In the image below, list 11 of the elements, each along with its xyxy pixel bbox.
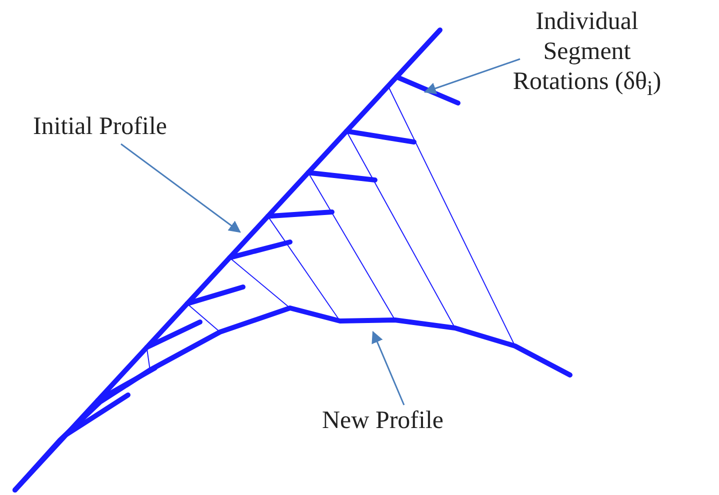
leader-line (120, 143, 241, 233)
callout-label: New Profile (322, 406, 444, 436)
callout-label: Individual Segment Rotations (δθ$_{i}$) (512, 7, 662, 103)
new-profile-curve (12, 306, 572, 492)
callout-label: Initial Profile (33, 112, 167, 142)
leader-line (372, 330, 405, 406)
leader-line (424, 58, 520, 94)
projection-line (229, 257, 290, 308)
segment-line (394, 74, 460, 106)
projection-line (308, 172, 396, 320)
projection-line (186, 303, 220, 332)
